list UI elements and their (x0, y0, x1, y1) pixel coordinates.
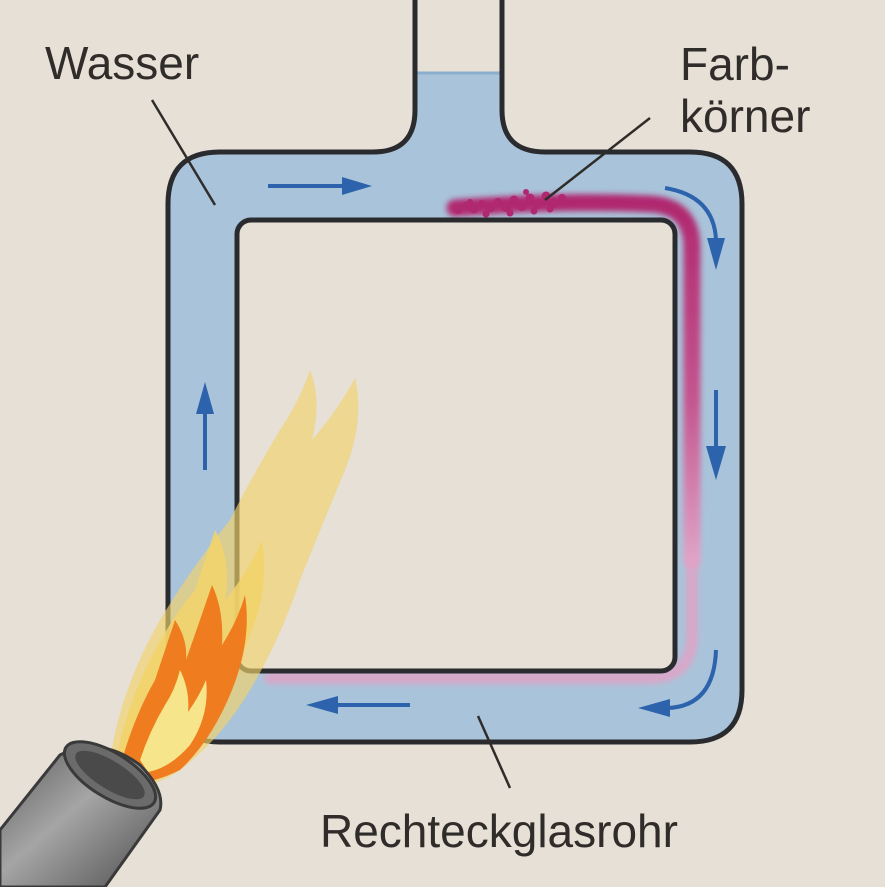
label-water: Wasser (45, 37, 200, 89)
leader-line-dye (544, 117, 651, 201)
flow-arrows (196, 177, 726, 717)
label-tube: Rechteckglasrohr (320, 805, 678, 857)
flow-arrow-icon (196, 382, 214, 470)
burner-icon (0, 740, 163, 887)
dye-streak-lower (264, 554, 698, 684)
leader-line-water (150, 99, 217, 206)
flame-icon (110, 370, 359, 790)
neck-air (417, 0, 500, 73)
flow-arrow-icon (664, 186, 725, 270)
label-dye-grains: Farb- körner (680, 38, 810, 142)
flow-arrow-icon (706, 390, 726, 480)
flow-arrow-icon (268, 177, 372, 195)
inner-square (234, 217, 678, 674)
label-dye-line1: Farb- (680, 38, 790, 90)
dye-grains (454, 189, 566, 218)
leader-line-tube (476, 715, 512, 789)
flow-arrow-icon (306, 696, 410, 714)
flow-arrow-icon (638, 649, 718, 717)
label-dye-line2: körner (680, 90, 811, 142)
